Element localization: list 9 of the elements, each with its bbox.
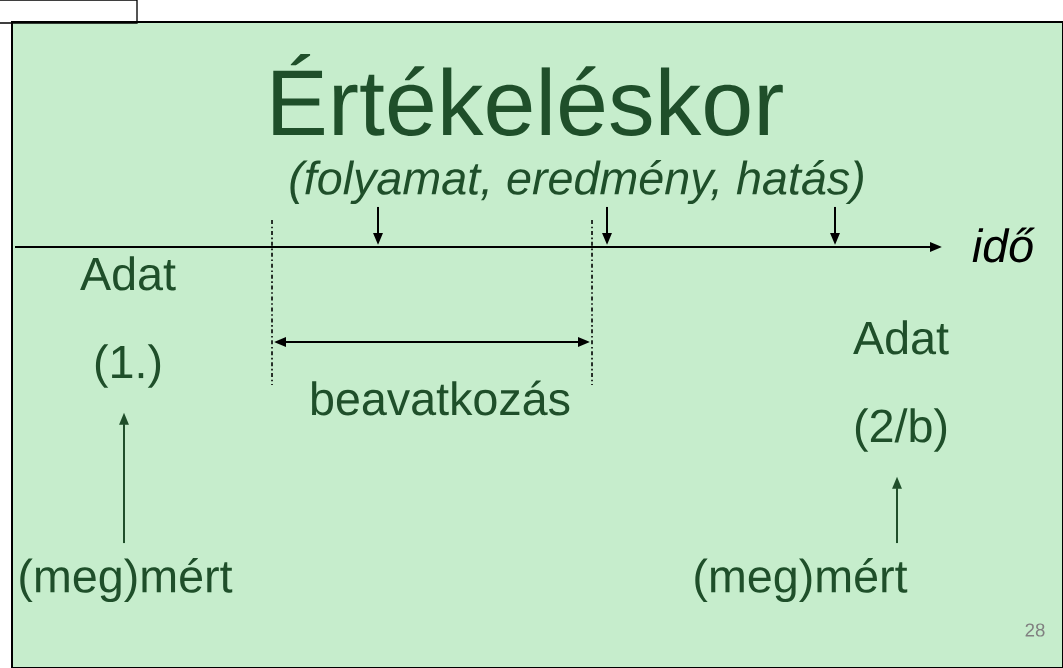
caption-text: (folyamat, eredmény, hatás) <box>290 160 863 204</box>
title: Értékeléskor <box>273 54 783 136</box>
measured-label: (meg)mért <box>695 558 908 603</box>
axis-label: idő <box>972 227 1035 263</box>
page-number: 28 <box>1025 623 1045 637</box>
measured-label: (meg)mért <box>20 558 233 603</box>
interval-label: beavatkozás <box>312 380 570 416</box>
data-label: Adat (1.) <box>80 256 176 388</box>
data-label: Adat (2/b) <box>853 320 949 452</box>
